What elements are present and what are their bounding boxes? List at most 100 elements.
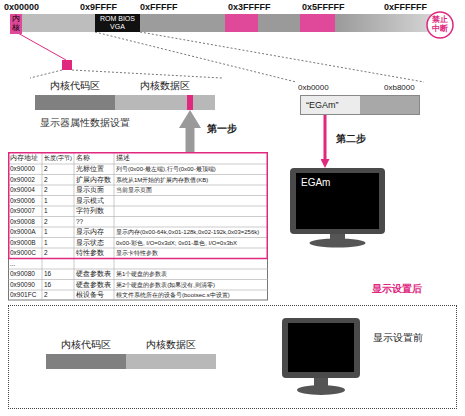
- table-cell: 0x90080: [10, 269, 35, 280]
- table-title: 显示器属性数据设置: [40, 117, 130, 129]
- table-cell: 根文件系统所在的设备号(bootsec.s中设置): [116, 290, 230, 301]
- address-label: 0xFFFFF: [140, 2, 178, 12]
- monitor-base: [297, 385, 345, 395]
- table-cell: 第2个硬盘的参数表(如果没有,则清零): [116, 280, 215, 291]
- table-cell: 显示内存: [76, 227, 104, 238]
- code-region: 内核代码区: [35, 80, 115, 110]
- address-label: 0x3FFFFF: [228, 2, 271, 12]
- table-cell: 显示页面: [76, 185, 104, 196]
- monitor-neck: [314, 378, 328, 386]
- memory-label: “EGAm”: [306, 100, 339, 110]
- table-rule: [8, 290, 268, 291]
- region-label: ROM BIOS: [100, 15, 135, 23]
- region-label: VGA: [110, 23, 125, 31]
- table-cell: ??: [76, 217, 83, 228]
- table-cell: 0x90006: [10, 196, 35, 207]
- parameter-table: 内存地址长度(字节) 名称 描述 0x90000 2 光标位置 列号(0x00-最左端),行…: [8, 152, 268, 301]
- address-label: 0xFFFFFF: [384, 2, 427, 12]
- table-rule: [42, 152, 43, 301]
- step-arrow: [186, 128, 195, 152]
- monitor: EGAm: [290, 168, 385, 248]
- table-cell: 0x90000: [10, 164, 35, 175]
- table-cell: 硬盘参数表: [76, 280, 111, 291]
- region-bar: [35, 95, 115, 110]
- table-cell: 1: [44, 227, 48, 238]
- table-rule: [8, 248, 268, 249]
- table-rule: [8, 195, 268, 196]
- table-border: [9, 153, 268, 301]
- address-label: 0x5FFFFF: [302, 2, 345, 12]
- leader-line: [16, 32, 66, 60]
- monitor-bezel: [282, 318, 360, 378]
- memory-segment: [335, 14, 432, 32]
- zoom-line: [95, 32, 296, 82]
- region-label: 内核数据区: [140, 80, 190, 92]
- region-bar: [126, 354, 216, 369]
- circle-label: 禁止中断: [432, 16, 448, 34]
- table-cell: 0x9000C: [10, 248, 36, 259]
- table-grid: [8, 152, 268, 301]
- table-cell: 当前显示页面: [116, 185, 152, 196]
- table-rule: [8, 227, 268, 228]
- monitor-bezel: [290, 168, 385, 234]
- video-memory-box: “EGAm”: [300, 95, 420, 115]
- address-label: 0x00000: [4, 2, 39, 12]
- table-cell: 0x9000A: [10, 227, 36, 238]
- zoom-line: [72, 70, 222, 78]
- table-cell: 0x90002: [10, 175, 35, 186]
- interrupt-circle: 禁止中断: [426, 11, 454, 39]
- memory-segment: [300, 14, 335, 32]
- state-label: 显示设置后: [372, 283, 422, 295]
- monitor-screen: [288, 323, 354, 372]
- display-data-marker: [187, 95, 193, 110]
- memory-segment: [22, 14, 95, 32]
- address-label: 0x9FFFF: [80, 2, 117, 12]
- kernel-marker: [62, 60, 72, 70]
- table-rule: [8, 216, 268, 217]
- vertical-label: 内核: [12, 15, 20, 33]
- table-header: 描述: [116, 152, 130, 164]
- memory-segment: [140, 14, 225, 32]
- monitor-base: [310, 239, 366, 248]
- table-rule: [8, 279, 268, 280]
- step-label: 第二步: [335, 133, 367, 145]
- memory-segment: [258, 14, 300, 32]
- table-cell: 16: [44, 280, 51, 291]
- frame-label: 显示设置前: [373, 332, 423, 344]
- table-cell: 2: [44, 290, 48, 301]
- table-cell: 硬盘参数表: [76, 269, 111, 280]
- table-cell: 0x90007: [10, 206, 35, 217]
- table-cell: 显示内存(0x00-64k,0x01-128k,0x02-192k,0x03=2…: [116, 227, 259, 238]
- data-region: 内核数据区: [126, 339, 216, 369]
- table-cell: 0x90004: [10, 185, 35, 196]
- table-cell: 0x00-彩色, I/O=0x3dX; 0x01-单色, I/O=0x3bX: [116, 238, 237, 249]
- table-cell: 2: [44, 217, 48, 228]
- table-header: 名称: [76, 152, 90, 164]
- table-cell: 光标位置: [76, 164, 104, 175]
- table-cell: 显示状态: [76, 238, 104, 249]
- table-cell: 2: [44, 185, 48, 196]
- zoom-line: [140, 32, 424, 82]
- table-cell: 0x90008: [10, 217, 35, 228]
- table-rule: [114, 152, 115, 301]
- table-cell: 显示模式: [76, 196, 104, 207]
- table-cell: 列号(0x00-最左端),行号(0x00-最顶端): [116, 164, 216, 175]
- table-cell: 2: [44, 175, 48, 186]
- monitor-screen: [296, 173, 379, 229]
- table-cell: 2: [44, 164, 48, 175]
- step-arrow: [324, 115, 327, 159]
- table-header: 长度(字节): [44, 152, 72, 164]
- memory-bar: [10, 14, 432, 32]
- zoom-line: [30, 70, 62, 78]
- table-rule: [8, 164, 268, 165]
- region-label: 内核代码区: [50, 80, 100, 92]
- table-cell: 0x901FC: [10, 290, 36, 301]
- step-label: 第一步: [206, 123, 238, 135]
- table-cell: 根设备号: [76, 290, 104, 301]
- table-cell: 显示卡特性参数: [116, 248, 158, 259]
- table-header: 内存地址: [10, 152, 38, 164]
- code-region: 内核代码区: [46, 339, 126, 369]
- table-rule: [74, 152, 75, 301]
